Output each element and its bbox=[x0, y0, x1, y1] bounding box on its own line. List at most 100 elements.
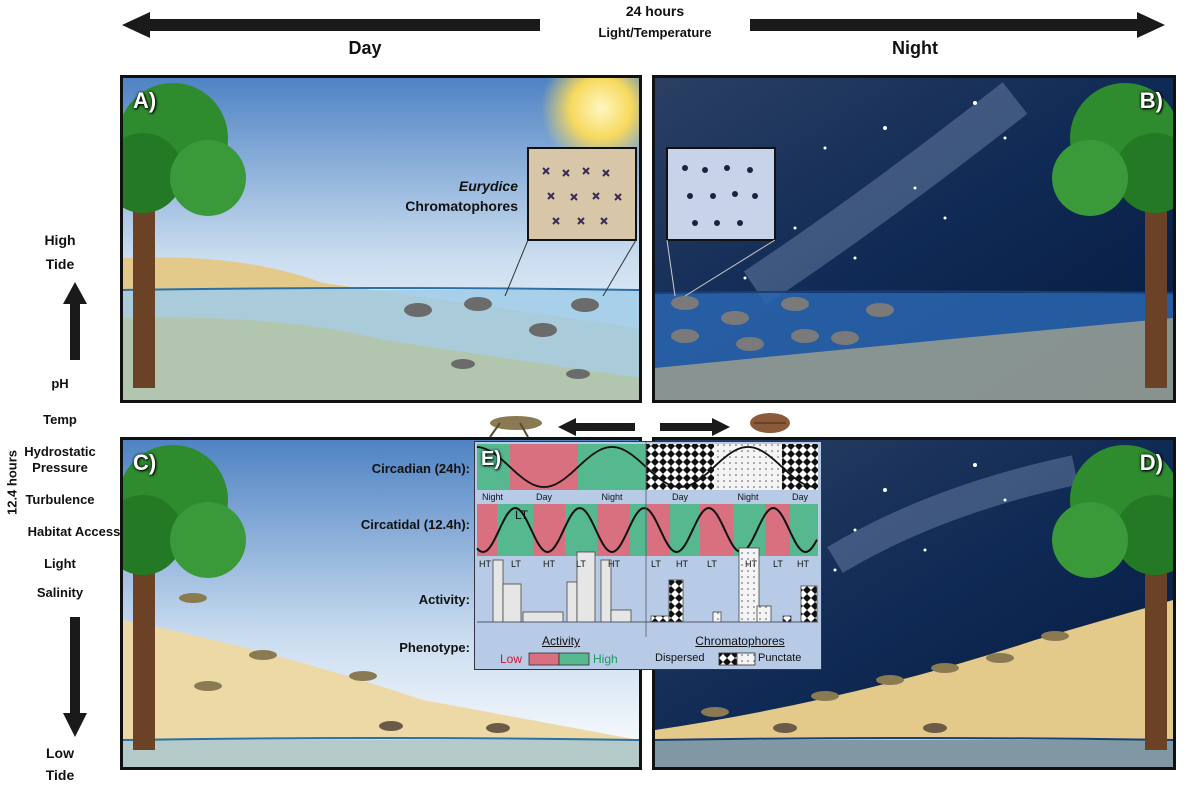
tree-icon bbox=[123, 83, 246, 388]
tide-label-11: HT bbox=[797, 559, 809, 569]
circadian-row-label: Circadian (24h): bbox=[371, 461, 470, 476]
isopod-icon bbox=[750, 413, 790, 433]
activity-bar bbox=[566, 581, 578, 623]
tidal-activity-block bbox=[670, 504, 700, 556]
right-arrow-icon bbox=[660, 418, 730, 436]
circadian-period-2: Day bbox=[535, 492, 552, 502]
tidal-activity-block bbox=[597, 504, 630, 556]
chromatophores-label: Chromatophores bbox=[405, 198, 518, 214]
activity-bar bbox=[610, 609, 632, 623]
tide-label-8: LT bbox=[707, 559, 717, 569]
low-tide-label-1: Low bbox=[46, 745, 74, 761]
period-24h-label: 24 hours bbox=[625, 3, 685, 19]
tree-icon bbox=[1052, 445, 1173, 750]
phenotype-row-label: Phenotype: bbox=[399, 640, 470, 655]
left-arrow-icon bbox=[558, 418, 635, 436]
tide-label-3: HT bbox=[543, 559, 555, 569]
light-temperature-label: Light/Temperature bbox=[598, 25, 712, 40]
factor-habitat-access: Habitat Access bbox=[27, 524, 121, 539]
activity-shift-arrows bbox=[489, 413, 790, 438]
low-tide-marker: LT bbox=[515, 508, 529, 522]
panel-a-label: A) bbox=[133, 88, 157, 113]
circadian-period-6: Day bbox=[791, 492, 808, 502]
activity-bar bbox=[492, 559, 504, 623]
chromatophore-inset-punctate bbox=[666, 147, 776, 241]
sun-icon bbox=[541, 78, 639, 168]
tidal-activity-block bbox=[565, 504, 597, 556]
dispersed-chromatophores-icon bbox=[542, 167, 622, 225]
night-arrow bbox=[750, 12, 1165, 38]
factor-hydrostatic: Hydrostatic bbox=[24, 444, 96, 459]
activity-bar bbox=[502, 583, 522, 623]
tide-label-6: LT bbox=[651, 559, 661, 569]
day-arrow bbox=[122, 12, 540, 38]
factor-light: Light bbox=[44, 556, 76, 571]
panel-d-night-low-tide: D) bbox=[652, 437, 1176, 770]
legend-high-label: High bbox=[593, 652, 618, 666]
legend-dispersed-label: Dispersed bbox=[655, 652, 705, 664]
down-arrow-icon bbox=[63, 617, 87, 737]
tide-label-4: LT bbox=[576, 559, 586, 569]
eurydice-label: Eurydice bbox=[458, 178, 518, 194]
day-label: Day bbox=[348, 38, 382, 58]
tree-icon bbox=[123, 445, 246, 750]
low-tide-label-2: Tide bbox=[45, 767, 75, 783]
panel-e-graphics bbox=[476, 442, 818, 666]
tidal-activity-block bbox=[765, 504, 790, 556]
factor-turbulence: Turbulence bbox=[25, 492, 95, 507]
tidal-activity-block bbox=[700, 504, 733, 556]
activity-bar bbox=[522, 611, 564, 623]
circadian-period-3: Night bbox=[601, 492, 623, 502]
milky-way bbox=[743, 82, 1028, 305]
activity-row-label: Activity: bbox=[418, 592, 470, 607]
grasshoppers-icon bbox=[701, 631, 1069, 717]
panel-a-scene bbox=[123, 78, 639, 400]
panel-e-label: E) bbox=[481, 448, 501, 470]
activity-bar bbox=[800, 585, 818, 623]
high-tide-label-2: Tide bbox=[45, 256, 75, 272]
activity-bar bbox=[600, 559, 612, 623]
activity-bar bbox=[782, 615, 792, 623]
circatidal-row-label: Circatidal (12.4h): bbox=[360, 517, 470, 532]
legend-punctate-label: Punctate bbox=[758, 652, 802, 664]
circadian-period-5: Night bbox=[737, 492, 759, 502]
tide-label-10: LT bbox=[773, 559, 783, 569]
grasshoppers-icon bbox=[179, 593, 377, 691]
activity-bar bbox=[756, 605, 772, 623]
legend-low-label: Low bbox=[500, 652, 523, 666]
circadian-period-1: Night bbox=[481, 492, 503, 502]
tidal-activity-block bbox=[533, 504, 565, 556]
up-arrow-icon bbox=[63, 282, 87, 360]
isopods-icon bbox=[379, 721, 510, 733]
panel-b-label: B) bbox=[1139, 88, 1163, 113]
isopods-icon bbox=[404, 297, 599, 379]
tide-label-1: HT bbox=[479, 559, 491, 569]
tide-label-7: HT bbox=[676, 559, 688, 569]
activity-bar bbox=[668, 579, 684, 623]
activity-bar bbox=[650, 615, 670, 623]
panel-a-day-high-tide: A) Eurydice Chromatophores bbox=[120, 75, 642, 403]
milky-way bbox=[827, 455, 1079, 573]
panel-e-rhythm-chart: E) Night Day Night Day Night Day LT HT L… bbox=[474, 441, 822, 670]
activity-bar bbox=[712, 611, 722, 623]
night-label: Night bbox=[892, 38, 938, 58]
stars-icon bbox=[833, 463, 1007, 572]
factor-temp: Temp bbox=[43, 412, 77, 427]
isopods-icon bbox=[671, 296, 894, 351]
tidal-activity-block bbox=[477, 504, 497, 556]
tide-label-5: HT bbox=[608, 559, 620, 569]
tidal-activity-block bbox=[497, 504, 533, 556]
grasshopper-icon bbox=[489, 416, 542, 438]
factor-salinity: Salinity bbox=[36, 585, 84, 600]
factor-pressure: Pressure bbox=[32, 460, 88, 475]
time-axis-arrows bbox=[122, 12, 1165, 38]
panel-d-scene bbox=[655, 440, 1173, 767]
factor-ph: pH bbox=[51, 376, 69, 391]
panel-d-label: D) bbox=[1139, 450, 1163, 475]
legend-activity-title: Activity bbox=[541, 634, 580, 648]
tide-label-9: HT bbox=[745, 559, 757, 569]
tide-label-2: LT bbox=[511, 559, 521, 569]
circadian-period-4: Day bbox=[671, 492, 688, 502]
high-tide-label-1: High bbox=[44, 232, 76, 248]
stars-icon bbox=[743, 101, 1007, 280]
